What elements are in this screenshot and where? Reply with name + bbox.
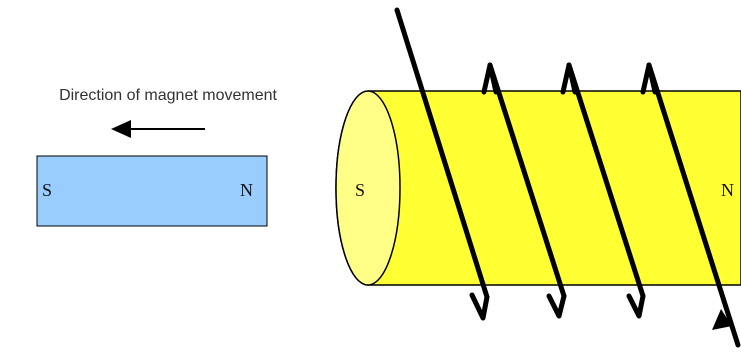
current-direction-arrow xyxy=(712,309,732,330)
movement-direction-arrow xyxy=(111,120,205,138)
solenoid: S N xyxy=(335,7,741,348)
coil-front-windings xyxy=(394,7,741,348)
solenoid-south-label: S xyxy=(355,180,365,200)
solenoid-end-face xyxy=(335,90,401,286)
bar-magnet: S N xyxy=(36,155,268,227)
coil-back-segments xyxy=(469,292,646,321)
bar-magnet-north-label: N xyxy=(240,180,253,200)
movement-caption: Direction of magnet movement xyxy=(59,87,277,104)
solenoid-north-label: N xyxy=(721,180,734,200)
bar-magnet-south-label: S xyxy=(42,180,52,200)
